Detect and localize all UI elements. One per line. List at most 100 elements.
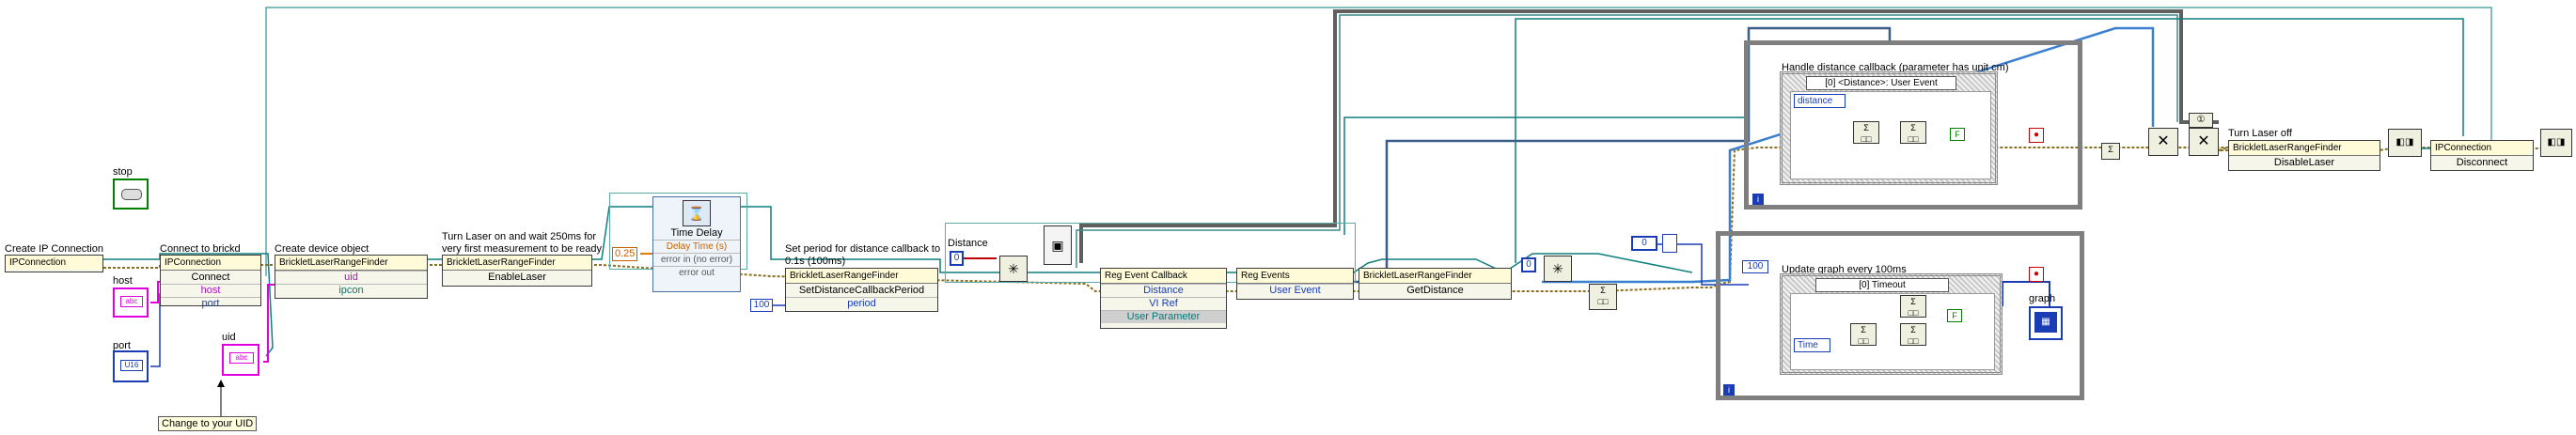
distance-field[interactable]: distance — [1794, 94, 1846, 108]
event-structure-distance[interactable]: [0] <Distance>: User Event distance Σ□□ … — [1780, 71, 1998, 185]
node-method: GetDistance — [1406, 285, 1464, 296]
graph-const-value: 100 — [1747, 261, 1764, 272]
time-field[interactable]: Time — [1794, 338, 1830, 352]
timeout-case-selector[interactable]: [0] Timeout — [1815, 278, 1949, 292]
build-array-icon-2[interactable]: Σ□□ — [1900, 295, 1926, 318]
node-title: BrickletLaserRangeFinder — [786, 269, 937, 284]
event-bus-wire — [1079, 9, 2219, 263]
port-control[interactable]: U16 — [113, 350, 149, 382]
refnum-upper-wire — [1343, 113, 1750, 235]
period-constant[interactable]: 100 — [750, 299, 773, 312]
stop-indicator-icon[interactable]: ● — [2029, 128, 2044, 143]
while-loop-events[interactable] — [1744, 40, 2082, 210]
event-structure-timeout[interactable]: [0] Timeout Time Σ□□ Σ□□ Σ□□ F — [1780, 273, 2003, 375]
graph-constant[interactable]: 100 — [1742, 260, 1768, 273]
node-brlf-disable[interactable]: BrickletLaserRangeFinder DisableLaser — [2228, 140, 2380, 171]
label-stop: stop — [113, 166, 133, 178]
uid-control[interactable]: abc — [222, 344, 259, 376]
string-icon: abc — [120, 296, 143, 307]
true-constant-icon: F — [1950, 128, 1965, 141]
node-time-delay[interactable]: ⌛ Time Delay Delay Time (s) error in (no… — [652, 196, 741, 292]
node-reg-event-callback[interactable]: Reg Event Callback Distance VI Ref User … — [1100, 268, 1227, 329]
node-reg-events[interactable]: Reg Events User Event — [1236, 268, 1354, 300]
label-graph: graph — [2029, 293, 2056, 304]
terminal-port[interactable]: port — [161, 297, 260, 310]
event-wire-2 — [1542, 26, 2155, 284]
bundle-icon[interactable]: Σ□□ — [1589, 284, 1617, 310]
unbundle-icon[interactable]: Σ□□ — [1850, 323, 1877, 346]
destroy-user-event-icon[interactable]: ✕ — [2189, 128, 2219, 156]
node-method: EnableLaser — [488, 272, 546, 283]
terminal-ipcon[interactable]: ipcon — [275, 284, 427, 297]
stop-indicator-icon-2[interactable]: ● — [2029, 267, 2044, 282]
event-case-selector[interactable]: [0] <Distance>: User Event — [1806, 76, 1956, 90]
close-reference-icon[interactable]: ◧◨ — [2388, 129, 2422, 157]
node-ipconnection-disconnect[interactable]: IPConnection Disconnect — [2430, 140, 2534, 171]
merge-errors-icon[interactable]: Σ — [2101, 143, 2120, 160]
node-method: SetDistanceCallbackPeriod — [798, 285, 925, 296]
label-connect-to-brickd: Connect to brickd — [160, 243, 241, 255]
label-create-device: Create device object — [275, 243, 369, 255]
node-brlf-create[interactable]: BrickletLaserRangeFinder uid ipcon — [275, 255, 428, 299]
terminal-uid[interactable]: uid — [275, 271, 427, 284]
host-control[interactable]: abc — [113, 287, 149, 318]
node-method: DisableLaser — [2273, 157, 2335, 168]
stop-control[interactable] — [113, 179, 149, 210]
distance-value: 0 — [953, 253, 960, 263]
ipcon-refnum-top-wire — [265, 7, 2492, 276]
change-uid-comment: Change to your UID — [158, 416, 258, 431]
node-brlf-getdistance[interactable]: BrickletLaserRangeFinder GetDistance — [1359, 268, 1512, 300]
vi-reference-icon[interactable]: ▣ — [1044, 225, 1072, 265]
graph-indicator[interactable]: ▦ — [2029, 306, 2063, 340]
label-uid: uid — [222, 332, 236, 343]
node-title: BrickletLaserRangeFinder — [2229, 141, 2380, 156]
label-update-graph: Update graph every 100ms — [1782, 264, 1907, 275]
terminal-host[interactable]: host — [161, 284, 260, 297]
ipcon-refnum-wire — [103, 253, 274, 357]
node-ipconnection-connect[interactable]: IPConnection Connect host port — [160, 255, 261, 309]
node-title: IPConnection — [2431, 141, 2533, 156]
node-title: IPConnection — [161, 256, 260, 271]
period-value: 100 — [753, 300, 770, 310]
event-registration-wire — [1354, 26, 1892, 284]
bundle-icon-2[interactable]: Σ□□ — [1900, 121, 1926, 144]
numeric-icon: U16 — [120, 360, 143, 371]
label-host: host — [113, 275, 133, 287]
node-title: BrickletLaserRangeFinder — [275, 256, 427, 271]
zero-constant-a[interactable]: 0 — [1521, 257, 1536, 272]
terminal-error-in[interactable]: error in (no error) — [653, 253, 740, 266]
uid-string-wire — [263, 284, 275, 363]
close-vi-ref-icon[interactable]: ① — [2189, 113, 2213, 128]
stop-button-icon — [121, 189, 142, 200]
terminal-distance[interactable]: Distance — [1101, 284, 1226, 297]
build-array-icon[interactable]: ✳ — [1544, 256, 1572, 282]
bundle-icon-3[interactable]: Σ□□ — [1900, 323, 1926, 346]
terminal-period[interactable]: period — [786, 297, 937, 310]
unregister-events-icon[interactable]: ✕ — [2148, 128, 2178, 156]
delay-constant[interactable]: 0.25 — [612, 247, 638, 261]
distance-constant[interactable]: 0 — [950, 251, 964, 266]
zero-constant-b[interactable]: 0 — [1631, 236, 1657, 251]
timeout-case-label: [0] Timeout — [1859, 280, 1906, 290]
node-brlf-period[interactable]: BrickletLaserRangeFinder SetDistanceCall… — [785, 268, 938, 312]
divide-icon[interactable]: Σ□□ — [1853, 121, 1879, 144]
terminal-user-parameter[interactable]: User Parameter — [1101, 310, 1226, 323]
while-loop-graph[interactable] — [1716, 231, 2084, 400]
event-bus-inner-wire — [1076, 14, 2178, 268]
node-method: Connect — [191, 272, 230, 283]
false-constant-icon: F — [1947, 309, 1962, 322]
terminal-delay-time[interactable]: Delay Time (s) — [653, 240, 740, 253]
build-event-icon[interactable]: ✳ — [999, 256, 1028, 282]
node-ipconnection-create[interactable]: IPConnection — [5, 255, 103, 272]
label-distance: Distance — [948, 238, 988, 249]
terminal-error-out[interactable]: error out — [653, 266, 740, 279]
node-title: Time Delay — [670, 227, 723, 239]
terminal-user-event[interactable]: User Event — [1237, 284, 1353, 297]
close-ipcon-icon[interactable]: ◧◨ — [2540, 129, 2572, 157]
chart-icon: ▦ — [2034, 312, 2057, 333]
terminal-vi-ref[interactable]: VI Ref — [1101, 297, 1226, 310]
node-brlf-enable[interactable]: BrickletLaserRangeFinder EnableLaser — [442, 255, 592, 287]
label-handle-distance: Handle distance callback (parameter has … — [1782, 62, 2009, 73]
string-icon: abc — [229, 352, 254, 364]
